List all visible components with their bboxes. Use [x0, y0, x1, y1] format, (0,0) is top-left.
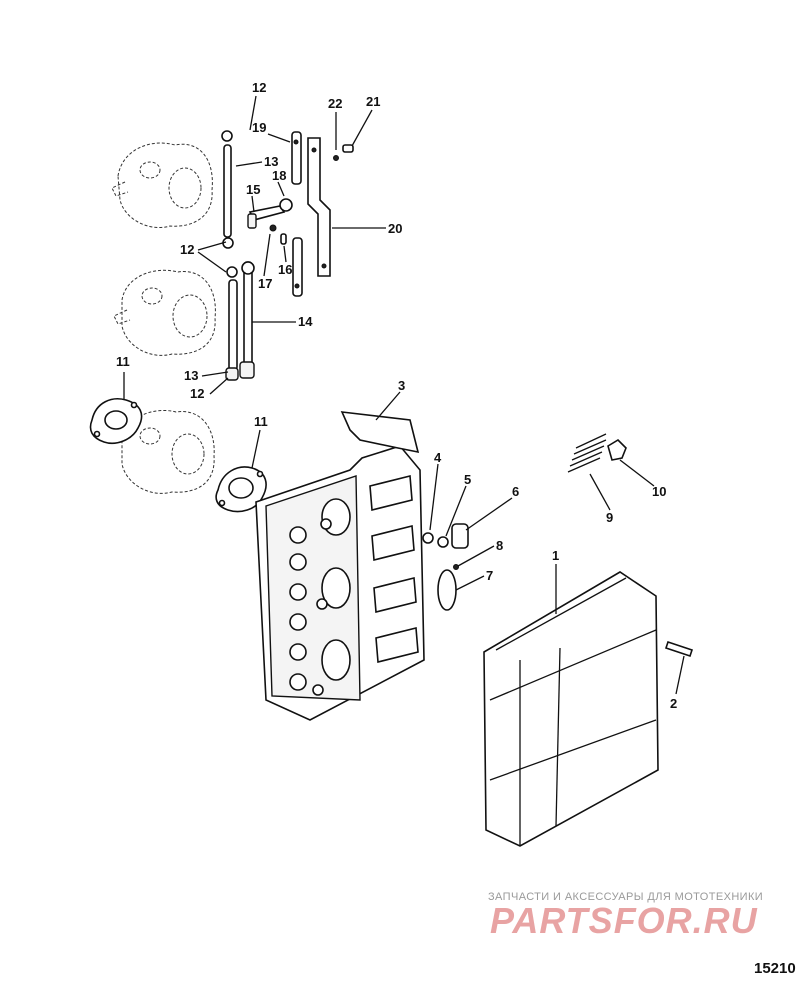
- plug-10: [607, 438, 627, 461]
- gasket-11-left: [89, 398, 143, 444]
- leader-12c: [209, 377, 229, 395]
- callout-16: 16: [278, 262, 292, 277]
- middle-carburetor: [113, 269, 216, 356]
- callout-12-middle: 12: [180, 242, 194, 257]
- gasket-11-right: [215, 466, 267, 513]
- spring-9: [567, 433, 607, 473]
- screw-2: [664, 640, 694, 658]
- callout-20: 20: [388, 221, 402, 236]
- callout-5: 5: [464, 472, 471, 487]
- throttle-lever-15: [247, 205, 286, 229]
- callout-9: 9: [606, 510, 613, 525]
- leader-15: [251, 195, 255, 213]
- watermark-caption: ЗАПЧАСТИ И АКСЕССУАРЫ ДЛЯ МОТОТЕХНИКИ: [488, 891, 764, 903]
- callout-8: 8: [496, 538, 503, 553]
- callout-12-bottom: 12: [190, 386, 204, 401]
- leader-11b: [251, 429, 261, 469]
- leader-17: [263, 233, 271, 277]
- screw-8: [453, 564, 459, 570]
- leader-4: [429, 463, 439, 531]
- washer-22: [333, 155, 339, 161]
- cover-7: [437, 569, 457, 611]
- leader-2: [675, 655, 685, 695]
- callout-12-top: 12: [252, 80, 266, 95]
- leader-3: [375, 391, 401, 421]
- screw-21: [342, 144, 354, 153]
- washer-4: [422, 532, 434, 544]
- callout-13-bottom: 13: [184, 368, 198, 383]
- cam-link-20: [307, 137, 331, 277]
- leader-10: [619, 459, 655, 487]
- figure-number: 15210: [754, 960, 796, 977]
- leader-12b: [197, 241, 227, 273]
- callout-15: 15: [246, 182, 260, 197]
- leader-18: [277, 181, 285, 197]
- callout-3: 3: [398, 378, 405, 393]
- bushing-18: [279, 198, 293, 212]
- callout-11-right: 11: [254, 414, 268, 429]
- callout-14: 14: [298, 314, 313, 329]
- washer-5: [437, 536, 449, 548]
- callout-10: 10: [652, 484, 666, 499]
- callout-13-top: 13: [264, 154, 278, 169]
- callout-6: 6: [512, 484, 519, 499]
- lower-carburetor: [121, 410, 215, 494]
- intake-manifold-3: [255, 411, 425, 721]
- callout-22: 22: [328, 96, 342, 111]
- callout-4: 4: [434, 450, 442, 465]
- leader-5: [445, 485, 467, 537]
- leader-19: [267, 133, 291, 143]
- leader-13b: [201, 371, 229, 377]
- callout-7: 7: [486, 568, 493, 583]
- watermark-logo: PARTSFOR.RU: [490, 900, 758, 941]
- leader-6: [465, 497, 513, 531]
- leader-9: [589, 473, 611, 511]
- callout-17: 17: [258, 276, 272, 291]
- leader-16: [283, 245, 287, 263]
- upper-carburetor: [111, 142, 213, 228]
- leader-12a: [249, 95, 257, 131]
- callout-21: 21: [366, 94, 380, 109]
- leader-13a: [235, 161, 263, 167]
- nut-17: [269, 224, 277, 232]
- callout-11-left: 11: [116, 354, 130, 369]
- air-silencer-cover-1: [483, 571, 659, 847]
- throttle-link-19: [291, 131, 303, 297]
- callout-2: 2: [670, 696, 677, 711]
- leader-21: [351, 109, 373, 147]
- callout-1: 1: [552, 548, 559, 563]
- leader-8: [457, 545, 495, 567]
- leader-7: [455, 575, 485, 591]
- callout-19: 19: [252, 120, 266, 135]
- pin-16: [280, 233, 287, 245]
- link-rod-13-upper: [221, 130, 234, 249]
- cap-6: [451, 523, 469, 549]
- callout-18: 18: [272, 168, 286, 183]
- link-rod-14-lower: [225, 261, 255, 381]
